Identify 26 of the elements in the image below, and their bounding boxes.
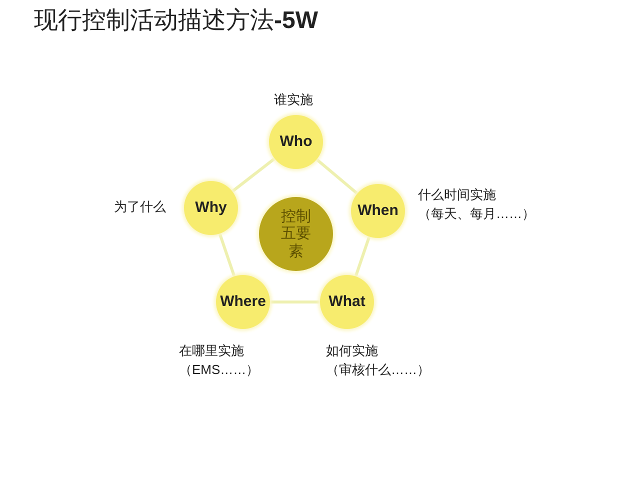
center-circle <box>259 197 333 271</box>
node-label: 控制五要素 <box>280 208 312 260</box>
connector-line <box>316 158 358 195</box>
connector-line <box>270 300 320 304</box>
annotation-line: 如何实施 <box>326 342 379 360</box>
annotation-line: 什么时间实施 <box>418 186 497 204</box>
connector-line <box>231 157 276 193</box>
connector-line <box>354 236 371 277</box>
node-label: Why <box>195 199 227 217</box>
connector-line <box>218 233 236 277</box>
annotation-line: （每天、每月……） <box>418 204 535 223</box>
annotation-line: 谁实施 <box>274 91 313 109</box>
node-label: Where <box>220 293 266 311</box>
element-circle <box>351 184 405 238</box>
element-circle <box>184 181 238 235</box>
annotation-line: （审核什么……） <box>326 360 430 379</box>
node-label: What <box>328 293 366 311</box>
node-label: When <box>358 202 398 220</box>
title: 现行控制活动描述方法-5W <box>34 6 318 36</box>
annotation-line: 为了什么 <box>114 198 166 216</box>
annotation-line: （EMS……） <box>179 360 260 379</box>
element-circle <box>269 115 323 169</box>
node-label: Who <box>280 133 312 151</box>
element-circle <box>216 275 270 329</box>
annotation-line: 在哪里实施 <box>179 342 245 360</box>
element-circle <box>320 275 374 329</box>
